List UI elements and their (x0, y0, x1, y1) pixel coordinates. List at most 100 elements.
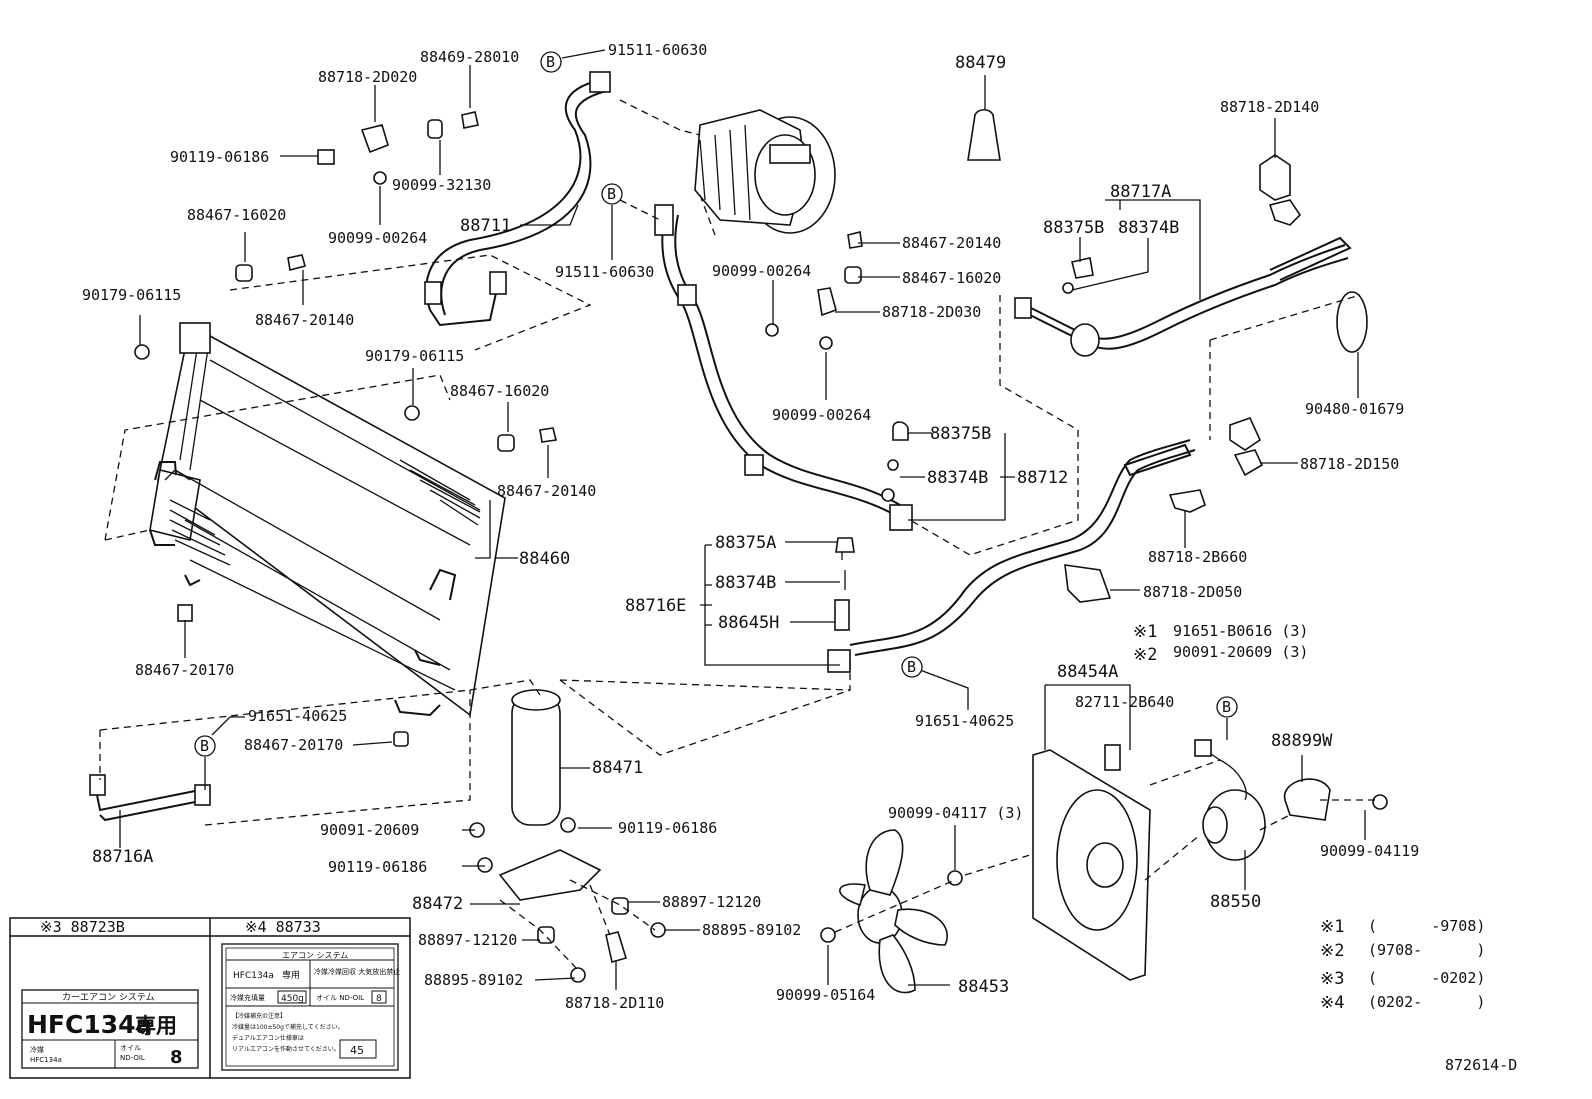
legend-range: (9708- ) (1368, 941, 1485, 959)
svg-text:冷媒充填量: 冷媒充填量 (230, 993, 265, 1002)
small-parts (134, 108, 1388, 994)
diagram-id: 872614-D (1445, 1056, 1517, 1074)
part-label: 88897-12120 (418, 931, 517, 949)
part-label: 88717A (1110, 182, 1171, 202)
part-label: 90119-06186 (328, 858, 427, 876)
part-label: 88454A (1057, 662, 1118, 682)
svg-text:HFC134a: HFC134a (27, 1010, 152, 1039)
label-panel: ※3 88723B ※4 88733 カーエアコン システム HFC134a 専… (9, 917, 411, 1079)
part-label: 90099-00264 (772, 406, 871, 424)
svg-text:リアルエアコンを作動させてください。: リアルエアコンを作動させてください。 (232, 1045, 340, 1053)
b-marker-2: B (601, 183, 623, 205)
label-box-1-sticker: カーエアコン システム HFC134a 専用 冷媒 HFC134a オイル ND… (21, 989, 199, 1069)
hoses (89, 71, 1352, 822)
b-marker-4: B (194, 735, 216, 757)
part-label: 90119-06186 (618, 819, 717, 837)
part-label: 88467-20170 (135, 661, 234, 679)
svg-text:冷媒: 冷媒 (30, 1045, 44, 1054)
legend-mark: ※4 (1320, 993, 1344, 1013)
part-label: 88469-28010 (420, 48, 519, 66)
condenser-drawing (149, 322, 506, 717)
svg-text:冷媒量は100±50gで補充してください。: 冷媒量は100±50gで補充してください。 (232, 1023, 344, 1031)
part-label: 90099-00264 (712, 262, 811, 280)
svg-text:エアコン システム: エアコン システム (282, 951, 348, 960)
part-label: 88460 (519, 549, 570, 569)
part-label: 82711-2B640 (1075, 693, 1174, 711)
part-label: 88467-20170 (244, 736, 343, 754)
b-marker-3: B (901, 656, 923, 678)
part-label: 88718-2B660 (1148, 548, 1247, 566)
part-label: 91511-60630 (608, 41, 707, 59)
svg-text:450g: 450g (281, 994, 304, 1004)
part-label: 88467-20140 (902, 234, 1001, 252)
label-box-2-header: ※4 88733 (245, 918, 321, 936)
part-label: 88718-2D150 (1300, 455, 1399, 473)
svg-text:B: B (546, 53, 555, 71)
part-label: 90099-32130 (392, 176, 491, 194)
part-label: 88718-2D050 (1143, 583, 1242, 601)
svg-text:HFC134a: HFC134a (233, 971, 274, 981)
svg-text:45: 45 (350, 1044, 364, 1057)
part-label: 88897-12120 (662, 893, 761, 911)
svg-text:専用: 専用 (135, 1014, 177, 1038)
svg-text:8: 8 (376, 994, 382, 1004)
part-label: 88718-2D140 (1220, 98, 1319, 116)
part-label: 88716A (92, 847, 153, 867)
svg-text:B: B (607, 185, 616, 203)
b-marker-5: B (1216, 696, 1238, 718)
part-label: 88453 (958, 977, 1009, 997)
legend-range: ( -0202) (1368, 969, 1485, 987)
part-label: 90179-06115 (82, 286, 181, 304)
label-box-1-header: ※3 88723B (40, 918, 125, 936)
part-label: 90099-05164 (776, 986, 875, 1004)
part-label: 90119-06186 (170, 148, 269, 166)
legend-mark: ※3 (1320, 969, 1344, 989)
part-labels: 88469-28010 91511-60630 88718-2D020 9011… (82, 41, 1419, 1012)
part-label: 88374B (927, 468, 988, 488)
marker-label: ※2 (1133, 645, 1157, 665)
part-label: 88375A (715, 533, 776, 553)
part-label: 88374B (715, 573, 776, 593)
legend-range: (0202- ) (1368, 993, 1485, 1011)
legend-mark: ※1 (1320, 917, 1344, 937)
part-label: 91511-60630 (555, 263, 654, 281)
label-box-2-sticker: エアコン システム HFC134a 専用 冷媒冷媒回収 大気放出禁止 冷媒充填量… (221, 943, 400, 1071)
part-label: 88895-89102 (702, 921, 801, 939)
marker-label: ※1 (1133, 622, 1157, 642)
part-label: 88471 (592, 758, 643, 778)
svg-text:ND-OIL: ND-OIL (120, 1054, 145, 1062)
part-label: 90099-04119 (1320, 842, 1419, 860)
part-label: 91651-40625 (248, 707, 347, 725)
part-label: 88472 (412, 894, 463, 914)
svg-text:専用: 専用 (282, 969, 300, 981)
part-label: 88467-20140 (497, 482, 596, 500)
part-label: 90091-20609 (3) (1173, 643, 1308, 661)
part-label: 88550 (1210, 892, 1261, 912)
svg-text:B: B (1222, 698, 1231, 716)
svg-text:B: B (200, 737, 209, 755)
part-label: 88467-16020 (902, 269, 1001, 287)
part-label: 91651-B0616 (3) (1173, 622, 1308, 640)
b-markers: B B B B B (194, 51, 1238, 757)
part-label: 90091-20609 (320, 821, 419, 839)
part-label: 90099-04117 (3) (888, 804, 1023, 822)
leader-lines (119, 49, 1366, 990)
part-label: 88467-16020 (450, 382, 549, 400)
part-label: 88716E (625, 596, 686, 616)
part-label: 90179-06115 (365, 347, 464, 365)
part-label: 90480-01679 (1305, 400, 1404, 418)
svg-text:冷媒冷媒回収 大気放出禁止: 冷媒冷媒回収 大気放出禁止 (314, 967, 400, 976)
legend-mark: ※2 (1320, 941, 1344, 961)
svg-text:HFC134a: HFC134a (30, 1056, 62, 1064)
part-label: 88718-2D020 (318, 68, 417, 86)
b-marker-1: B (540, 51, 562, 73)
compressor-drawing (694, 109, 836, 234)
part-label: 88899W (1271, 731, 1333, 751)
assembly-outlines (99, 99, 1375, 971)
part-label: 88374B (1118, 218, 1179, 238)
svg-text:【冷媒補充の注意】: 【冷媒補充の注意】 (232, 1012, 286, 1020)
part-label: 88479 (955, 53, 1006, 73)
part-label: 88467-20140 (255, 311, 354, 329)
part-label: 88467-16020 (187, 206, 286, 224)
